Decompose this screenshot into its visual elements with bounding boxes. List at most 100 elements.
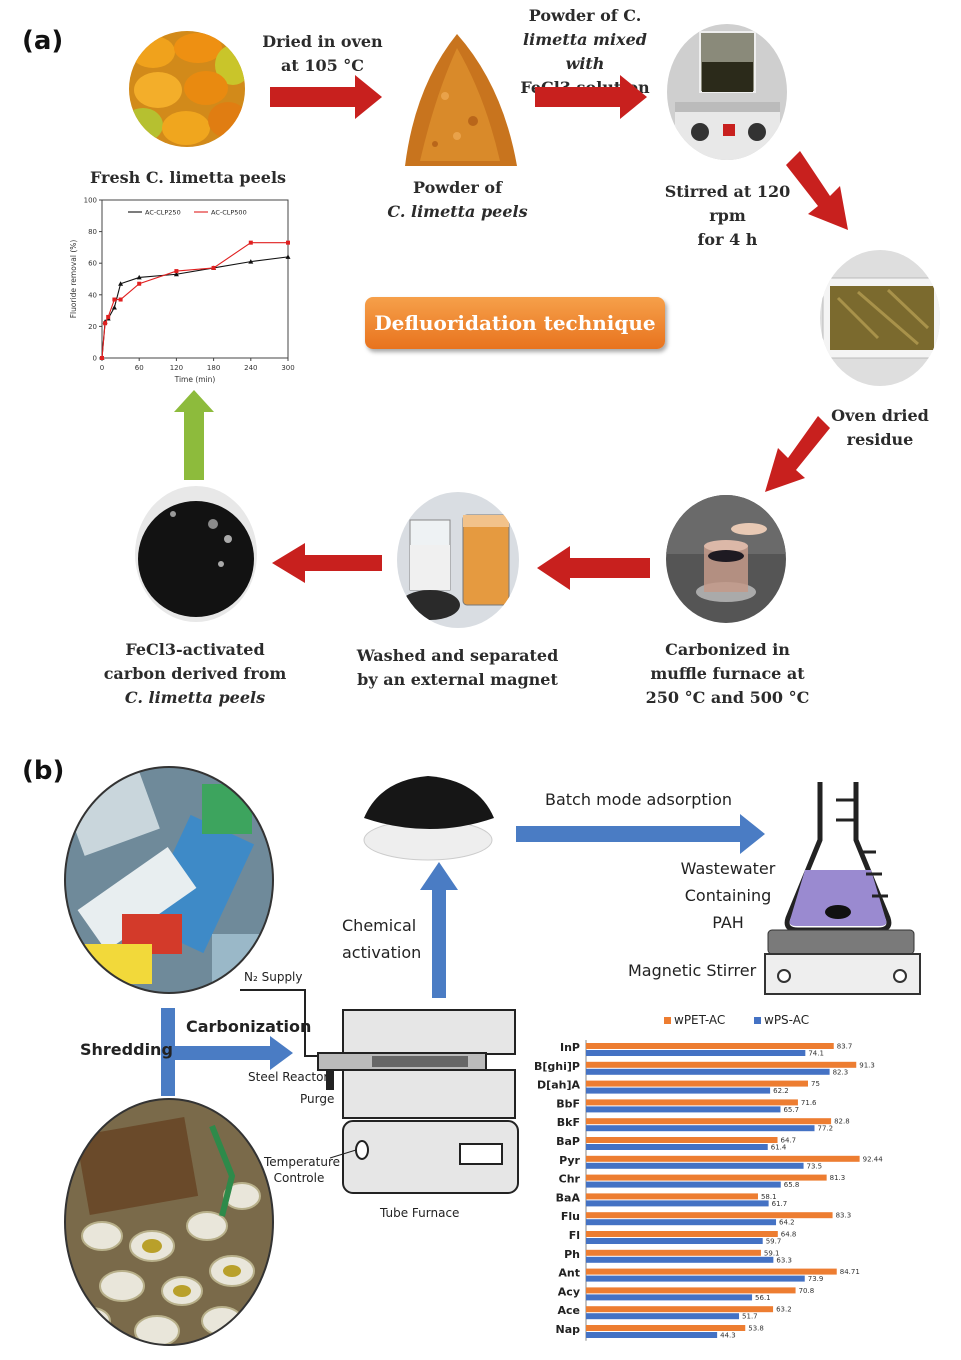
bar-value-label: 65.7 xyxy=(783,1106,799,1114)
bar-wPET-AC xyxy=(586,1268,837,1275)
category-label: Fl xyxy=(569,1229,580,1242)
bar-wPS-AC xyxy=(586,1256,774,1263)
dried-oven-label: Dried in oven at 105 °C xyxy=(250,30,395,78)
bar-value-label: 92.44 xyxy=(863,1155,884,1163)
shredding-label: Shredding xyxy=(80,1040,173,1059)
bar-wPET-AC xyxy=(586,1212,833,1219)
bar-value-label: 82.3 xyxy=(833,1068,849,1076)
chemical-activation-line1: Chemical xyxy=(342,916,417,935)
data-point-AC-CLP500 xyxy=(112,297,117,302)
bar-value-label: 61.4 xyxy=(771,1144,787,1152)
activated-label: FeCl3-activated carbon derived from C. l… xyxy=(100,638,290,710)
chemical-activation-line2: activation xyxy=(342,943,422,962)
bar-value-label: 58.1 xyxy=(761,1193,777,1201)
legend-swatch-wPS-AC xyxy=(754,1017,761,1024)
flow-arrows-a xyxy=(174,75,848,590)
washed-label: Washed and separated by an external magn… xyxy=(355,644,560,692)
data-point-AC-CLP500 xyxy=(106,314,111,319)
muffle-furnace-photo xyxy=(664,494,788,624)
legend-label-AC-CLP500: AC-CLP500 xyxy=(211,209,247,217)
bar-wPS-AC xyxy=(586,1106,781,1113)
data-point-AC-CLP250 xyxy=(136,274,142,280)
wastewater-line3: PAH xyxy=(712,913,744,932)
data-point-AC-CLP500 xyxy=(286,240,290,245)
bar-wPET-AC xyxy=(586,1080,808,1087)
category-label: InP xyxy=(560,1041,580,1054)
oven-dried-label: Oven dried residue xyxy=(820,404,940,452)
bar-wPET-AC xyxy=(586,1174,827,1181)
furnace-display xyxy=(459,1143,503,1165)
bar-wPS-AC xyxy=(586,1162,804,1169)
stirred-label: Stirred at 120 rpm for 4 h xyxy=(645,180,810,252)
powder-photo xyxy=(395,26,525,176)
data-point-AC-CLP250 xyxy=(248,259,254,264)
plastic-bottles-photo xyxy=(62,764,276,996)
bar-value-label: 65.8 xyxy=(784,1181,800,1189)
category-label: D[ah]A xyxy=(537,1079,580,1092)
category-label: Nap xyxy=(555,1323,580,1336)
legend-swatch-wPET-AC xyxy=(664,1017,671,1024)
bar-value-label: 71.6 xyxy=(801,1099,817,1107)
bar-value-label: 84.71 xyxy=(840,1268,860,1276)
arrow-carbonize-to-wash xyxy=(537,546,650,590)
bar-value-label: 56.1 xyxy=(755,1294,771,1302)
data-point-AC-CLP500 xyxy=(118,297,123,302)
bar-wPS-AC xyxy=(586,1144,768,1150)
bar-wPET-AC xyxy=(586,1193,758,1200)
activated-carbon-photo xyxy=(133,484,259,624)
category-label: Ant xyxy=(558,1267,580,1280)
x-axis-label: Time (min) xyxy=(174,375,216,384)
arrow-powder-to-mix xyxy=(535,75,647,119)
data-point-AC-CLP500 xyxy=(248,240,253,245)
bar-wPET-AC xyxy=(586,1155,860,1162)
bar-wPS-AC xyxy=(586,1219,777,1226)
oven-dried-line2: residue xyxy=(846,430,914,449)
bar-value-label: 73.9 xyxy=(808,1275,824,1283)
data-point-AC-CLP250 xyxy=(173,271,179,277)
bar-wPS-AC xyxy=(586,1050,806,1056)
mixed-line2: limetta mixed with xyxy=(523,30,647,73)
powder-line2: C. limetta peels xyxy=(387,202,528,221)
temperature-knob xyxy=(355,1140,369,1160)
furnace-base xyxy=(342,1120,519,1194)
y-axis-label: Fluoride removal (%) xyxy=(69,240,78,319)
bar-value-label: 73.5 xyxy=(807,1162,823,1170)
x-tick-label: 0 xyxy=(100,364,104,372)
bar-wPS-AC xyxy=(586,1125,815,1132)
batch-adsorption-arrow xyxy=(516,814,765,854)
washed-line2: by an external magnet xyxy=(357,670,558,689)
powder-line1: Powder of xyxy=(413,178,502,197)
bar-wPS-AC xyxy=(586,1068,830,1075)
category-label: BkF xyxy=(557,1116,580,1129)
bar-wPET-AC xyxy=(586,1099,798,1106)
bar-wPET-AC xyxy=(586,1249,761,1256)
bar-value-label: 77.2 xyxy=(818,1125,834,1133)
panel-b-tag: (b) xyxy=(22,756,65,786)
x-tick-label: 180 xyxy=(207,364,220,372)
fresh-peels-photo xyxy=(128,30,246,148)
dried-oven-line2: at 105 °C xyxy=(280,56,365,75)
wastewater-label: Wastewater Containing PAH xyxy=(676,855,780,936)
carbonization-arrow xyxy=(175,1036,293,1070)
bar-wPS-AC xyxy=(586,1238,763,1244)
y-tick-label: 60 xyxy=(88,260,97,268)
bar-value-label: 61.7 xyxy=(772,1200,788,1208)
carbonized-line2: muffle furnace at xyxy=(650,664,805,683)
y-tick-label: 40 xyxy=(88,291,97,299)
activated-line1: FeCl3-activated xyxy=(125,640,265,659)
category-label: Flu xyxy=(561,1210,580,1223)
chemical-activation-arrow xyxy=(420,862,458,998)
furnace-top xyxy=(342,1009,516,1055)
arrow-residue-to-carbonize xyxy=(765,416,830,492)
carbonization-label: Carbonization xyxy=(186,1017,312,1036)
series-line-AC-CLP250 xyxy=(101,256,289,359)
data-point-AC-CLP250 xyxy=(111,304,117,310)
washed-line1: Washed and separated xyxy=(356,646,559,665)
bar-wPET-AC xyxy=(586,1231,778,1237)
category-label: Acy xyxy=(558,1285,580,1298)
category-label: BaA xyxy=(556,1191,581,1204)
magnet-separation-photo xyxy=(395,490,521,630)
bar-wPS-AC xyxy=(586,1294,753,1301)
